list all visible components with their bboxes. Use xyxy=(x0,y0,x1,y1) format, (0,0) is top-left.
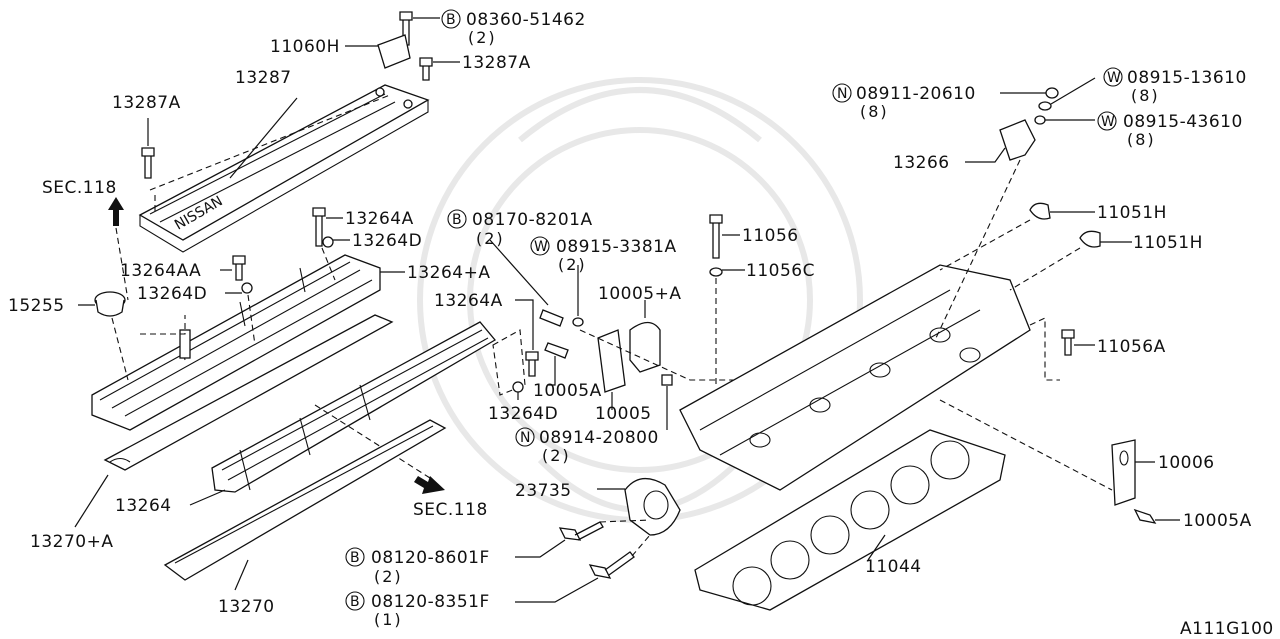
prefix-w-icon: W xyxy=(534,239,548,255)
qty-08170: (2) xyxy=(476,229,505,248)
label-13287A-left: 13287A xyxy=(112,93,181,113)
label-13264D-top: 13264D xyxy=(352,231,422,251)
qty-08915-3381: (2) xyxy=(558,255,587,274)
qty-08120-8351F: (1) xyxy=(374,610,403,629)
arrow-up-icon xyxy=(108,197,124,226)
label-13264+A: 13264+A xyxy=(407,263,490,283)
figure-code: A111G100 xyxy=(1180,619,1274,639)
grommet-13264D-top xyxy=(322,236,334,248)
bracket-11060H xyxy=(377,34,411,69)
bolt-10005A-mid xyxy=(544,342,569,359)
label-23735: 23735 xyxy=(515,481,572,501)
prefix-b-icon: B xyxy=(446,12,456,28)
label-10005A-mid: 10005A xyxy=(533,381,602,401)
gasket-13270 xyxy=(163,419,447,581)
prefix-w-icon: W xyxy=(1107,70,1121,86)
prefix-b-icon: B xyxy=(452,212,462,228)
label-13264AA: 13264AA xyxy=(120,261,201,281)
oil-filler-cap-15255 xyxy=(94,291,126,317)
label-11056: 11056 xyxy=(742,226,799,246)
washer-08915-43610 xyxy=(1034,115,1046,125)
washer-08915-13610 xyxy=(1038,101,1052,111)
label-11051H-a: 11051H xyxy=(1097,203,1167,223)
label-10006: 10006 xyxy=(1158,453,1215,473)
bolt-11056 xyxy=(709,214,723,259)
bracket-10006 xyxy=(1111,439,1136,506)
label-08914-20800: 08914-20800 xyxy=(539,428,659,448)
label-11056C: 11056C xyxy=(746,261,815,281)
qty-08911: (8) xyxy=(860,102,889,121)
nut-08911 xyxy=(1045,87,1059,99)
bolt-13287A-top xyxy=(419,57,433,81)
bracket-10005 xyxy=(597,329,626,393)
bolt-08120-8601F xyxy=(558,521,604,541)
arrow-down-right-icon xyxy=(414,476,445,494)
label-08911-20610: 08911-20610 xyxy=(856,84,976,104)
label-10005A-right: 10005A xyxy=(1183,511,1252,531)
label-10005: 10005 xyxy=(595,404,652,424)
prefix-n-icon: N xyxy=(837,86,847,102)
qty-08915-43610: (8) xyxy=(1127,130,1156,149)
bolt-08170 xyxy=(539,309,564,327)
prefix-b-icon: B xyxy=(350,550,360,566)
label-08915-13610: 08915-13610 xyxy=(1127,68,1247,88)
label-10005+A: 10005+A xyxy=(598,284,681,304)
qty-08120-8601F: (2) xyxy=(374,567,403,586)
plug-11051H-a xyxy=(1029,202,1051,220)
label-08915-3381A: 08915-3381A xyxy=(556,237,677,257)
bolt-08120-8351F xyxy=(588,551,635,579)
bolt-13264AA xyxy=(232,255,246,281)
label-sec118-top: SEC.118 xyxy=(42,178,117,198)
label-08170-8201A: 08170-8201A xyxy=(472,210,593,230)
prefix-b-icon: B xyxy=(350,594,360,610)
label-11060H: 11060H xyxy=(270,37,340,57)
label-08915-43610: 08915-43610 xyxy=(1123,112,1243,132)
qty-08360: (2) xyxy=(468,28,497,47)
label-08360-51462: 08360-51462 xyxy=(466,10,586,30)
label-sec118-low: SEC.118 xyxy=(413,500,488,520)
bolt-13264A-mid xyxy=(525,351,539,377)
label-11056A: 11056A xyxy=(1097,337,1166,357)
bolt-11056A xyxy=(1061,329,1075,356)
bracket-13266 xyxy=(999,119,1036,161)
washer-11056C xyxy=(709,267,723,277)
qty-08915-13610: (8) xyxy=(1131,86,1160,105)
label-13270+A: 13270+A xyxy=(30,532,113,552)
label-13264A-top: 13264A xyxy=(345,209,414,229)
head-gasket-11044 xyxy=(694,429,1006,611)
label-13266: 13266 xyxy=(893,153,950,173)
bracket-10005A xyxy=(629,321,661,373)
plug-11051H-b xyxy=(1079,230,1101,248)
label-13264D-mid: 13264D xyxy=(137,284,207,304)
label-11051H-b: 11051H xyxy=(1133,233,1203,253)
label-11044: 11044 xyxy=(865,557,922,577)
gasket-13270A xyxy=(103,314,394,471)
plate-23735 xyxy=(624,478,681,536)
cylinder-head xyxy=(679,264,1031,491)
label-13264A-mid: 13264A xyxy=(434,291,503,311)
qty-08914: (2) xyxy=(542,446,571,465)
part-labels: B 08360-51462 (2) 11060H 13287A 13287 13… xyxy=(8,9,1274,639)
washer-08915-3381 xyxy=(572,317,584,327)
prefix-w-icon: W xyxy=(1101,114,1115,130)
bolt-13264A-top xyxy=(312,207,326,247)
grommet-13264D-low xyxy=(512,381,524,393)
prefix-n-icon: N xyxy=(520,430,530,446)
rocker-cover-13264A xyxy=(91,254,381,431)
label-13287: 13287 xyxy=(235,68,292,88)
label-13287A-top: 13287A xyxy=(462,53,531,73)
bolt-13287A-left xyxy=(141,147,155,179)
label-13270: 13270 xyxy=(218,597,275,617)
rocker-cover-13264 xyxy=(211,321,496,493)
label-13264D-low: 13264D xyxy=(488,404,558,424)
grommet-13264D-mid xyxy=(241,282,253,294)
nut-08914 xyxy=(661,374,673,386)
label-15255: 15255 xyxy=(8,296,65,316)
label-08120-8601F: 08120-8601F xyxy=(371,548,490,568)
bolt-10005A-right xyxy=(1133,508,1157,524)
label-13264: 13264 xyxy=(115,496,172,516)
label-08120-8351F: 08120-8351F xyxy=(371,592,490,612)
